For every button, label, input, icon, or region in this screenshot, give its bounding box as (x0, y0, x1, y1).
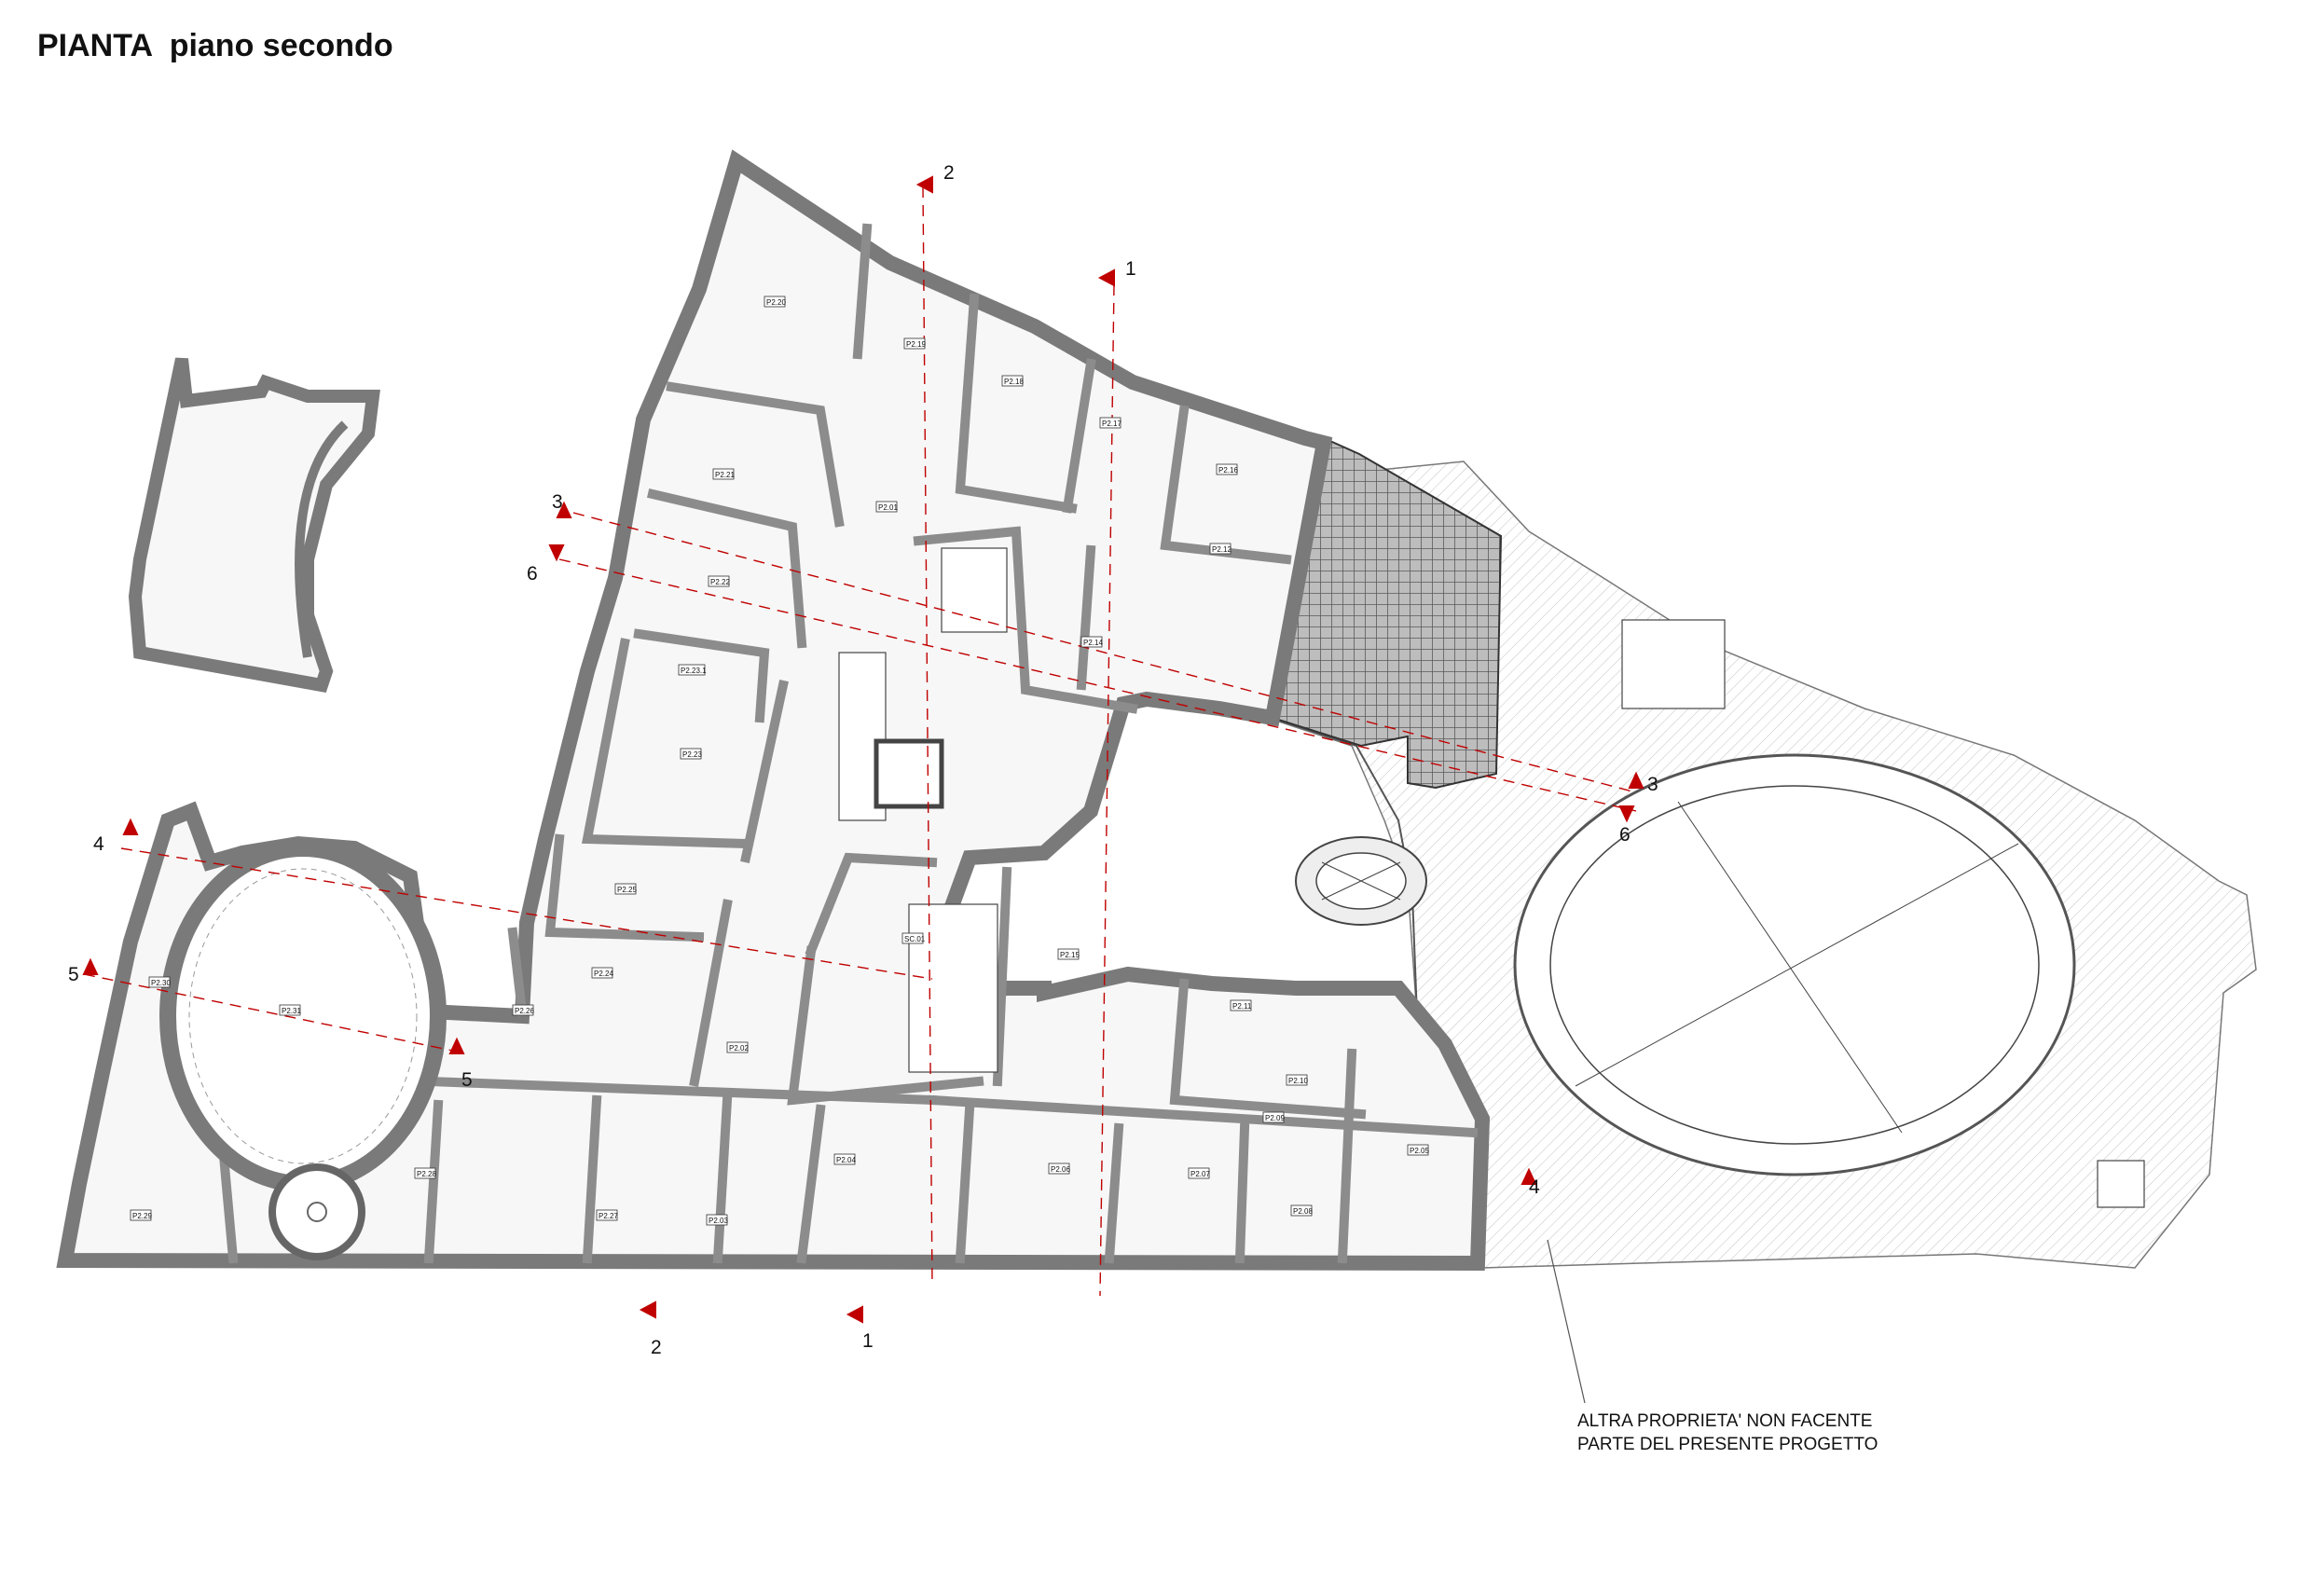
room-label: P2.26 (515, 1007, 534, 1015)
room-label: P2.27 (599, 1212, 618, 1220)
room-label: P2.14 (1083, 639, 1103, 647)
fountain-diag-2 (1321, 861, 1401, 901)
room-label: P2.01 (878, 503, 898, 512)
room-label: P2.06 (1051, 1165, 1070, 1174)
room-label: P2.12 (1212, 545, 1232, 554)
rotunda-wall (159, 840, 447, 1192)
interior-walls (218, 223, 1479, 1264)
section-label-3-right: 3 (1647, 774, 1658, 795)
section-label-2-top: 2 (943, 162, 955, 184)
oval-diagonal-1 (1575, 843, 2019, 1087)
section-label-1-top: 1 (1125, 258, 1136, 280)
room-label: P2.30 (151, 979, 171, 987)
section-label-2-bottom: 2 (651, 1337, 662, 1358)
inset-plan-outline (128, 357, 380, 693)
large-oval-inner (1549, 785, 2040, 1145)
room-label: P2.05 (1410, 1147, 1429, 1155)
room-label: P2.17 (1102, 420, 1121, 428)
room-label: P2.02 (729, 1044, 749, 1053)
section-label-6-left: 6 (527, 563, 538, 585)
room-label: P2.10 (1288, 1077, 1308, 1085)
note-line-1: ALTRA PROPRIETA' NON FACENTE (1577, 1411, 1873, 1431)
room-label: P2.08 (1293, 1207, 1313, 1216)
room-label: P2.20 (766, 298, 786, 307)
room-label: SC.01 (904, 935, 926, 943)
room-labels: P2.20 P2.19 P2.18 P2.17 P2.16 P2.21 P2.2… (130, 296, 1429, 1226)
room-label: P2.23.1 (681, 667, 707, 675)
section-label-5-left: 5 (68, 964, 79, 985)
spiral-stair-core (307, 1202, 327, 1222)
room-label: P2.16 (1218, 466, 1238, 475)
note-line-2: PARTE DEL PRESENTE PROGETTO (1577, 1435, 1878, 1454)
oval-diagonal-2 (1677, 801, 1903, 1134)
room-label: P2.28 (417, 1170, 436, 1178)
room-label: P2.18 (1004, 378, 1024, 386)
room-label: P2.21 (715, 471, 735, 479)
property-note: ALTRA PROPRIETA' NON FACENTE PARTE DEL P… (1577, 1410, 1878, 1456)
section-lines (83, 186, 1637, 1297)
room-label: P2.22 (710, 578, 730, 586)
room-label: P2.23 (682, 750, 702, 759)
room-label: P2.09 (1265, 1114, 1285, 1122)
room-label: P2.03 (709, 1217, 728, 1225)
section-label-5-right: 5 (461, 1069, 473, 1091)
inset-plan-arc (295, 420, 349, 658)
room-label: P2.07 (1190, 1170, 1210, 1178)
room-label: P2.19 (906, 340, 926, 349)
room-label: P2.04 (836, 1156, 856, 1164)
room-label: P2.24 (594, 970, 613, 978)
section-label-4-left: 4 (93, 833, 104, 855)
room-label: P2.31 (282, 1007, 301, 1015)
section-label-6-right: 6 (1619, 824, 1631, 846)
rotunda-inner (188, 868, 418, 1164)
title-main: PIANTA (37, 28, 152, 63)
section-label-4-right: 4 (1529, 1176, 1540, 1198)
note-leader-line (1547, 1239, 1586, 1404)
room-label: P2.25 (617, 886, 637, 894)
room-label: P2.15 (1060, 951, 1080, 959)
section-label-3-left: 3 (552, 491, 563, 513)
section-label-1-bottom: 1 (862, 1330, 874, 1352)
room-label: P2.11 (1232, 1002, 1252, 1011)
section-markers (82, 175, 1644, 1324)
page-title: PIANTA piano secondo (37, 28, 393, 64)
title-sub: piano secondo (169, 28, 393, 63)
room-label: P2.29 (132, 1212, 152, 1220)
